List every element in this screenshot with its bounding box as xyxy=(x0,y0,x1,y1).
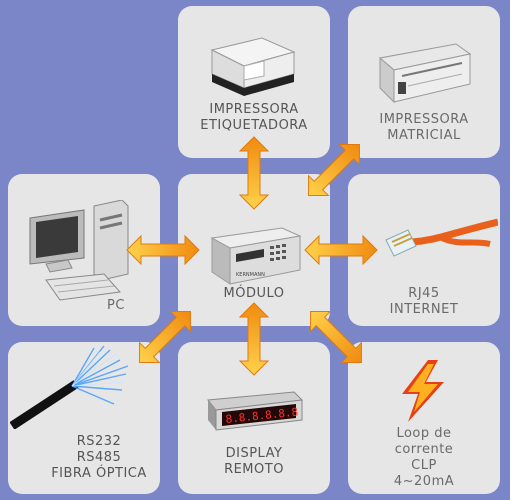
label-loop: Loop de corrente CLP 4~20mA xyxy=(393,426,455,489)
device-brand-text: KERNMANN xyxy=(236,272,265,278)
module-device-icon: KERNMANN xyxy=(210,227,302,285)
label-modulo: MÓDULO xyxy=(223,286,285,301)
arrow-to-pc xyxy=(126,234,200,266)
label-pc: PC xyxy=(107,298,125,313)
lightning-bolt-icon xyxy=(402,360,444,422)
arrow-to-impressora-matricial xyxy=(308,144,360,196)
remote-display-icon: 8.8.8.8.8.8 xyxy=(207,391,304,431)
rj45-cable-icon xyxy=(385,218,498,257)
fiber-optic-icon xyxy=(10,345,129,429)
label-rj45: RJ45 INTERNET xyxy=(389,286,459,317)
pc-icon xyxy=(29,200,129,301)
tile-loop: Loop de corrente CLP 4~20mA xyxy=(348,342,500,494)
arrow-to-impressora-etiquetadora xyxy=(238,136,270,210)
arrow-to-display-remoto xyxy=(238,302,270,376)
label-display-remoto: DISPLAY REMOTO xyxy=(224,446,284,477)
arrow-to-rj45 xyxy=(304,234,378,266)
label-impressora-matricial: IMPRESSORA MATRICIAL xyxy=(379,112,469,143)
label-impressora-etiquetadora: IMPRESSORA ETIQUETADORA xyxy=(200,102,308,133)
tile-impressora-etiquetadora: IMPRESSORA ETIQUETADORA xyxy=(178,6,330,158)
arrow-to-loop xyxy=(310,311,362,363)
label-printer-icon xyxy=(210,37,296,96)
arrow-to-rs232 xyxy=(139,311,191,363)
tile-rs232: RS232 RS485 FIBRA ÓPTICA xyxy=(8,342,160,494)
dot-matrix-printer-icon xyxy=(378,43,472,104)
label-rs232: RS232 RS485 FIBRA ÓPTICA xyxy=(51,434,147,481)
tile-impressora-matricial: IMPRESSORA MATRICIAL xyxy=(348,6,500,158)
